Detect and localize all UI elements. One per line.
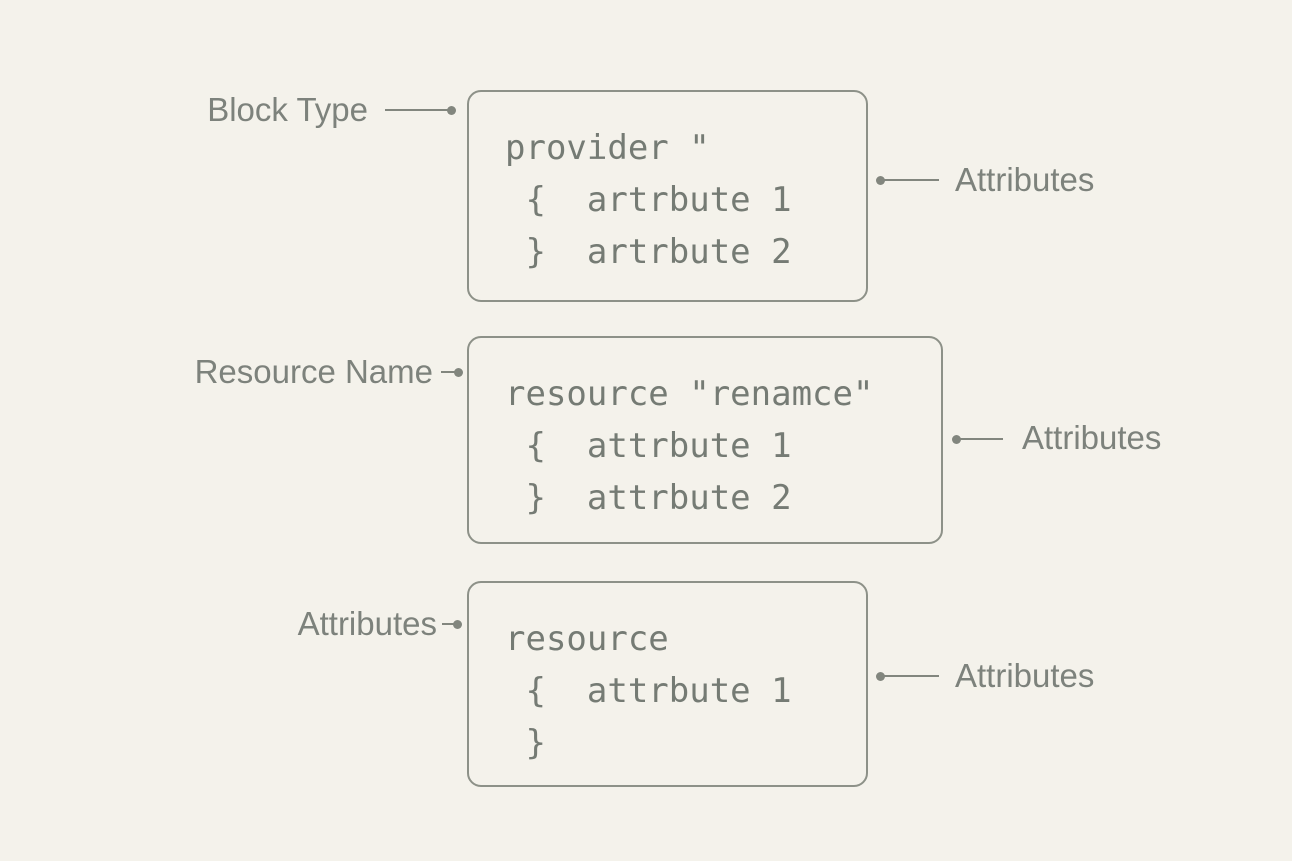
attributes-connector-line-1 <box>876 175 939 185</box>
resource-named-code-box: resource "renamce" { attrbute 1 } attrbu… <box>467 336 943 544</box>
attributes-label-right-3: Attributes <box>955 657 1095 694</box>
code-line: } artrbute 2 <box>505 232 792 272</box>
resource-code-box: resource { attrbute 1 } <box>467 581 868 787</box>
code-line: resource "renamce" <box>505 374 874 414</box>
provider-code-box: provider " { artrbute 1 } artrbute 2 <box>467 90 868 302</box>
attributes-label-left: Attributes <box>297 605 437 642</box>
block-type-connector-line <box>385 105 456 115</box>
code-line: resource <box>505 619 669 659</box>
attributes-connector-line-3 <box>876 671 939 681</box>
attributes-connector-line-2 <box>952 434 1003 444</box>
attributes-left-connector-line <box>442 619 462 629</box>
code-line: } attrbute 2 <box>505 478 792 518</box>
attributes-label-right-2: Attributes <box>1022 419 1162 456</box>
code-line: } <box>505 723 546 763</box>
code-line: { artrbute 1 <box>505 180 792 220</box>
resource-name-connector-line <box>441 367 463 377</box>
block-type-label: Block Type <box>207 91 368 128</box>
resource-name-label: Resource Name <box>194 353 433 390</box>
code-line: { attrbute 1 <box>505 671 792 711</box>
code-line: provider " <box>505 128 710 168</box>
code-line: { attrbute 1 <box>505 426 792 466</box>
attributes-label-right-1: Attributes <box>955 161 1095 198</box>
